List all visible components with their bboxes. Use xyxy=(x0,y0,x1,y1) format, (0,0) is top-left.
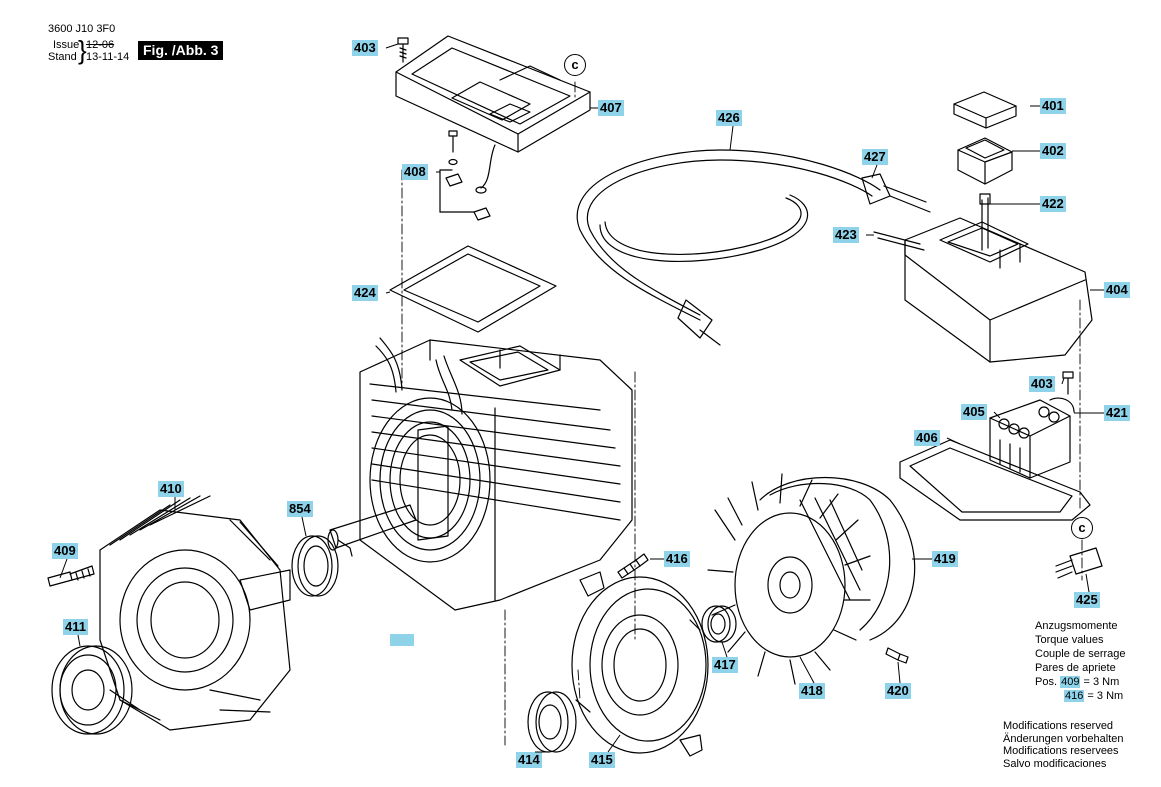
callout-401: 401 xyxy=(1040,98,1066,114)
callout-411: 411 xyxy=(63,619,88,635)
callout-403-bottom: 403 xyxy=(1029,376,1055,392)
callout-404: 404 xyxy=(1104,282,1130,298)
callout-409: 409 xyxy=(52,543,78,559)
torque-value-416: = 3 Nm xyxy=(1087,690,1124,702)
document-number: 3600 J10 3F0 xyxy=(48,23,116,35)
connector-425-icon xyxy=(1055,547,1103,579)
stand-value: 13-11-14 xyxy=(86,51,130,63)
end-shield-410-icon xyxy=(99,495,291,731)
callout-427: 427 xyxy=(862,149,888,165)
stand-label: Stand xyxy=(48,51,77,63)
callout-425: 425 xyxy=(1074,592,1100,608)
switch-402-icon xyxy=(957,137,1013,185)
callout-405: 405 xyxy=(961,404,987,420)
issue-label: Issue xyxy=(53,39,80,51)
issue-value: 12-06 xyxy=(86,39,115,51)
fan-418-icon xyxy=(707,473,871,685)
header-brace: } xyxy=(78,35,87,65)
strain-relief-427-icon xyxy=(861,173,931,213)
fan-hood-419-icon xyxy=(759,477,916,641)
callout-421: 421 xyxy=(1104,405,1130,421)
callout-420: 420 xyxy=(885,683,911,699)
screw-403-bottom-icon xyxy=(1062,371,1074,395)
figure-label: Fig. /Abb. 3 xyxy=(138,41,224,60)
torque-heading-de: Anzugsmomente xyxy=(1035,620,1118,632)
callout-408: 408 xyxy=(402,164,428,180)
contacts-422-icon xyxy=(979,193,991,251)
torque-row-1: Pos. 409 = 3 Nm xyxy=(1035,675,1126,689)
torque-heading-es: Pares de apriete xyxy=(1035,662,1116,674)
reference-marker-c-bottom: c xyxy=(1071,517,1093,539)
callout-407: 407 xyxy=(598,100,624,116)
torque-heading-fr: Couple de serrage xyxy=(1035,648,1126,660)
screw-403-top-icon xyxy=(397,37,409,63)
callout-410: 410 xyxy=(158,481,184,497)
callout-422: 422 xyxy=(1040,196,1066,212)
torque-value-409: = 3 Nm xyxy=(1083,676,1120,688)
callout-854: 854 xyxy=(287,501,313,517)
gasket-406-icon xyxy=(899,439,1091,521)
callout-406: 406 xyxy=(914,430,940,446)
bearing-411-icon xyxy=(51,645,133,735)
screw-420-icon xyxy=(885,647,909,664)
bracket-421-icon xyxy=(1049,397,1075,413)
modifications-note: Modifications reserved Änderungen vorbeh… xyxy=(1003,720,1123,770)
cover-plate-407-icon xyxy=(395,35,591,153)
screw-416-icon xyxy=(617,553,649,579)
callout-415: 415 xyxy=(589,752,615,768)
wires-423-icon xyxy=(873,231,925,251)
torque-values-block: Anzugsmomente Torque values Couple de se… xyxy=(1035,619,1126,703)
reference-marker-c-top: c xyxy=(564,54,586,76)
blank-callout-tag xyxy=(390,634,414,646)
fan-cover-415-icon xyxy=(571,571,709,757)
callout-402: 402 xyxy=(1040,143,1066,159)
callout-426: 426 xyxy=(716,110,742,126)
modifications-en: Modifications reserved xyxy=(1003,720,1114,732)
callout-416: 416 xyxy=(664,551,690,567)
grounding-parts-408-icon xyxy=(439,130,496,221)
gasket-424-icon xyxy=(389,245,557,333)
modifications-fr: Modifications reservees xyxy=(1003,745,1119,757)
modifications-de: Änderungen vorbehalten xyxy=(1003,732,1124,745)
callout-423: 423 xyxy=(833,227,859,243)
callout-403-top: 403 xyxy=(352,40,378,56)
terminal-block-405-icon xyxy=(989,399,1071,479)
torque-ref-416: 416 xyxy=(1064,690,1085,702)
torque-pos-label: Pos. xyxy=(1035,676,1058,688)
torque-heading-en: Torque values xyxy=(1035,634,1104,646)
motor-housing-icon xyxy=(327,337,633,611)
torque-row-2: 416 = 3 Nm xyxy=(1035,689,1126,703)
screw-409-icon xyxy=(47,565,95,587)
torque-ref-409: 409 xyxy=(1060,676,1081,688)
callout-419: 419 xyxy=(932,551,958,567)
callout-418: 418 xyxy=(799,683,825,699)
switch-box-404-icon xyxy=(904,217,1093,363)
bearing-414-icon xyxy=(527,691,577,753)
callout-424: 424 xyxy=(352,285,378,301)
modifications-es: Salvo modificaciones xyxy=(1003,757,1107,770)
callout-417: 417 xyxy=(712,657,738,673)
callout-414: 414 xyxy=(516,752,542,768)
power-cable-426-icon xyxy=(576,149,881,346)
seal-ring-854-icon xyxy=(291,535,339,597)
switch-cap-401-icon xyxy=(953,91,1017,129)
